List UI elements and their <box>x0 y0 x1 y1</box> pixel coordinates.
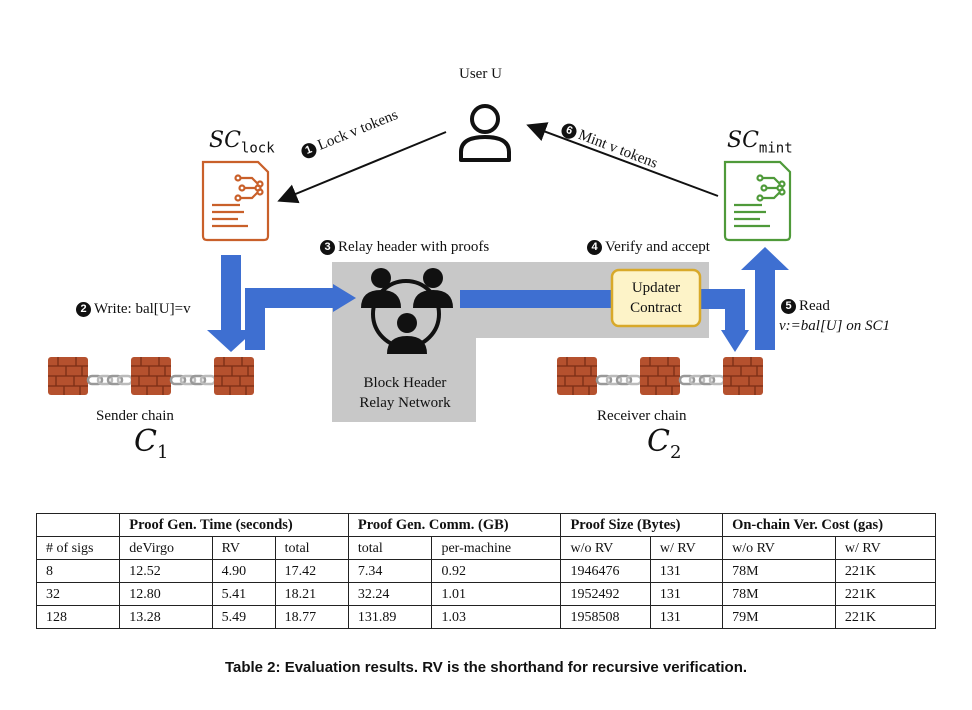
table-cell: 1.01 <box>431 582 562 606</box>
relay-network-label: Block Header Relay Network <box>359 375 451 411</box>
sc-lock-document-icon <box>201 160 270 242</box>
group-header: Proof Gen. Comm. (GB) <box>347 513 562 537</box>
sc-lock-label: SClock <box>209 128 275 157</box>
relay-network-icon <box>361 268 453 354</box>
column-header: total <box>347 536 433 560</box>
arrow-lock-tokens <box>277 131 447 204</box>
table-row: 8 12.52 4.90 17.42 7.34 0.92 1946476 131… <box>35 559 937 583</box>
table-cell: 221K <box>834 559 937 583</box>
column-header: per-machine <box>431 536 562 560</box>
sc-mint-label: SCmint <box>727 128 793 157</box>
bridge-diagram <box>47 104 792 422</box>
arrow-updater-to-receiver <box>700 289 745 332</box>
table-cell: 1952492 <box>560 582 651 606</box>
table-cell: 131 <box>649 605 724 629</box>
table-cell: 32.24 <box>347 582 433 606</box>
table-corner-cell <box>35 513 121 537</box>
column-header: # of sigs <box>35 536 121 560</box>
table-cell: 12.80 <box>119 582 213 606</box>
table-cell: 4.90 <box>211 559 276 583</box>
table-cell: 8 <box>35 559 121 583</box>
table-cell: 5.49 <box>211 605 276 629</box>
table-column-header-row: # of sigs deVirgo RV total total per-mac… <box>35 536 937 560</box>
table-cell: 1.03 <box>431 605 562 629</box>
table-cell: 128 <box>35 605 121 629</box>
evaluation-results-table: Proof Gen. Time (seconds) Proof Gen. Com… <box>35 513 937 629</box>
table-caption: Table 2: Evaluation results. RV is the s… <box>224 659 748 676</box>
table-cell: 17.42 <box>274 559 349 583</box>
column-header: deVirgo <box>119 536 213 560</box>
column-header: w/ RV <box>649 536 724 560</box>
group-header: On-chain Ver. Cost (gas) <box>722 513 936 537</box>
receiver-chain-icon <box>556 356 764 396</box>
group-header: Proof Size (Bytes) <box>560 513 724 537</box>
user-label: User U <box>459 66 502 82</box>
column-header: w/o RV <box>560 536 651 560</box>
updater-contract-box <box>610 268 702 328</box>
sender-chain-icon <box>47 356 255 396</box>
table-row: 32 12.80 5.41 18.21 32.24 1.01 1952492 1… <box>35 582 937 606</box>
arrow-read-up <box>755 268 775 350</box>
table-cell: 1946476 <box>560 559 651 583</box>
table-cell: 1958508 <box>560 605 651 629</box>
table-cell: 131 <box>649 582 724 606</box>
sc-mint-document-icon <box>723 160 792 242</box>
table-cell: 0.92 <box>431 559 562 583</box>
table-cell: 78M <box>722 582 836 606</box>
receiver-chain-label: Receiver chain <box>597 408 687 424</box>
table-cell: 5.41 <box>211 582 276 606</box>
arrow-lock-down <box>221 255 241 330</box>
sender-chain-label: Sender chain <box>96 408 174 424</box>
table-cell: 18.77 <box>274 605 349 629</box>
table-group-header-row: Proof Gen. Time (seconds) Proof Gen. Com… <box>35 513 936 537</box>
arrow-sender-to-relay <box>245 288 335 350</box>
updater-contract-label: Updater Contract <box>630 280 682 316</box>
table-cell: 131.89 <box>347 605 433 629</box>
table-cell: 79M <box>722 605 836 629</box>
table-cell: 32 <box>35 582 121 606</box>
table-cell: 78M <box>722 559 836 583</box>
sender-chain-symbol: C1 <box>134 424 169 463</box>
column-header: total <box>274 536 349 560</box>
column-header: w/o RV <box>722 536 836 560</box>
table-cell: 221K <box>834 582 937 606</box>
receiver-chain-symbol: C2 <box>647 424 682 463</box>
table-row: 128 13.28 5.49 18.77 131.89 1.03 1958508… <box>35 605 937 629</box>
group-header: Proof Gen. Time (seconds) <box>119 513 349 537</box>
user-icon <box>459 104 511 162</box>
table-cell: 12.52 <box>119 559 213 583</box>
table-cell: 221K <box>834 605 937 629</box>
arrow-mint-tokens <box>526 122 719 197</box>
step5-read-formula: v:=bal[U] on SC1 <box>779 318 890 334</box>
arrow-relay-to-updater <box>460 290 612 308</box>
column-header: w/ RV <box>834 536 937 560</box>
table-cell: 131 <box>649 559 724 583</box>
table-cell: 13.28 <box>119 605 213 629</box>
column-header: RV <box>211 536 276 560</box>
table-cell: 18.21 <box>274 582 349 606</box>
table-cell: 7.34 <box>347 559 433 583</box>
